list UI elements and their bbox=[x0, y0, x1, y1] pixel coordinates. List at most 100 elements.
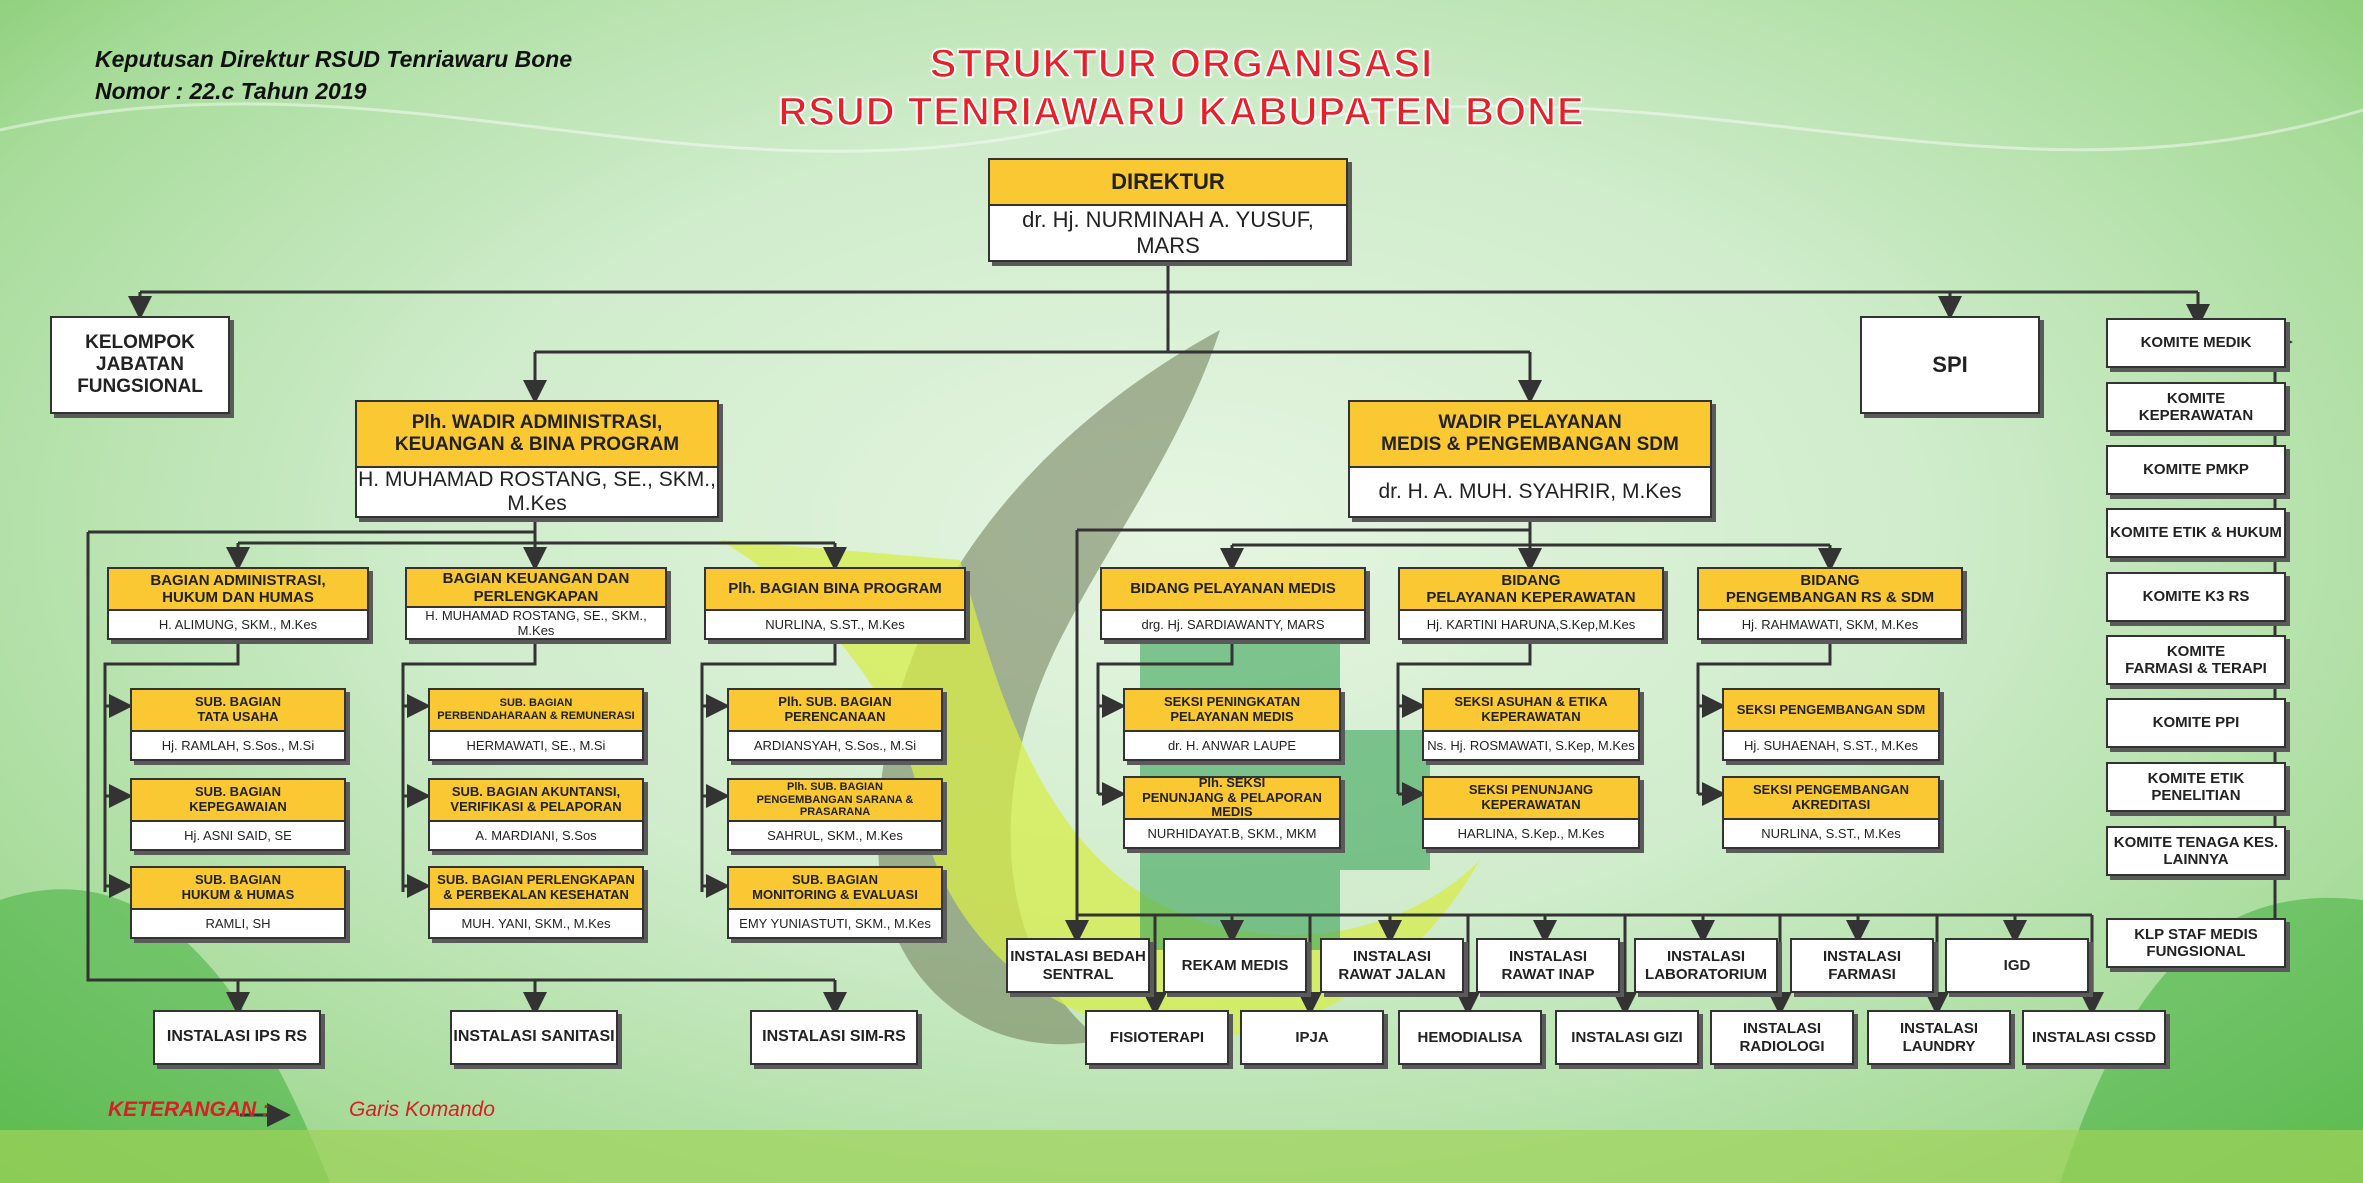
subbagian-box-8-name: SAHRUL, SKM., M.Kes bbox=[767, 828, 903, 843]
seksi-box-5-title: SEKSI PENGEMBANGAN SDM bbox=[1724, 690, 1938, 732]
bagian-box-1-title: BAGIAN ADMINISTRASI, HUKUM DAN HUMAS bbox=[109, 569, 367, 611]
kelompok-jabatan-fungsional-box: KELOMPOK JABATAN FUNGSIONAL bbox=[50, 316, 230, 414]
subbagian-box-1-name: Hj. RAMLAH, S.Sos., M.Si bbox=[161, 738, 315, 753]
komite-box-4: KOMITE ETIK & HUKUM bbox=[2106, 508, 2286, 558]
seksi-box-6-name: NURLINA, S.ST., M.Kes bbox=[1761, 826, 1901, 841]
bagian-box-1-name: H. ALIMUNG, SKM., M.Kes bbox=[158, 617, 318, 632]
seksi-box-4-name: HARLINA, S.Kep., M.Kes bbox=[1457, 826, 1605, 841]
komite-box-1: KOMITE MEDIK bbox=[2106, 318, 2286, 368]
seksi-box-2-title: Plh. SEKSI PENUNJANG & PELAPORAN MEDIS bbox=[1125, 775, 1339, 820]
komite-box-3: KOMITE PMKP bbox=[2106, 445, 2286, 495]
spi-box: SPI bbox=[1860, 316, 2040, 414]
instalasi-row1-box-7: IGD bbox=[1945, 938, 2089, 993]
seksi-box-4: SEKSI PENUNJANG KEPERAWATAN HARLINA, S.Ke… bbox=[1422, 776, 1640, 849]
direktur-box: DIREKTUR dr. Hj. NURMINAH A. YUSUF, MARS bbox=[988, 158, 1348, 262]
subbagian-box-1: SUB. BAGIAN TATA USAHA Hj. RAMLAH, S.Sos.… bbox=[130, 688, 346, 761]
direktur-title: DIREKTUR bbox=[990, 160, 1346, 206]
komite-box-2: KOMITE KEPERAWATAN bbox=[2106, 382, 2286, 432]
subbagian-box-5-title: SUB. BAGIAN AKUNTANSI, VERIFIKASI & PELA… bbox=[430, 780, 642, 822]
subbagian-box-9-title: SUB. BAGIAN MONITORING & EVALUASI bbox=[729, 868, 941, 910]
instalasi-admin-box-3: INSTALASI SIM-RS bbox=[750, 1010, 918, 1065]
wadir-pelayanan-name: dr. H. A. MUH. SYAHRIR, M.Kes bbox=[1378, 480, 1682, 503]
subbagian-box-6: SUB. BAGIAN PERLENGKAPAN & PERBEKALAN KE… bbox=[428, 866, 644, 939]
wadir-pelayanan-box: WADIR PELAYANAN MEDIS & PENGEMBANGAN SDM… bbox=[1348, 400, 1712, 518]
bagian-box-1: BAGIAN ADMINISTRASI, HUKUM DAN HUMAS H. A… bbox=[107, 567, 369, 640]
seksi-box-3: SEKSI ASUHAN & ETIKA KEPERAWATAN Ns. Hj. … bbox=[1422, 688, 1640, 761]
bagian-box-3-name: NURLINA, S.ST., M.Kes bbox=[765, 617, 905, 632]
legend-label: KETERANGAN : bbox=[108, 1098, 269, 1121]
legend: KETERANGAN : Garis Komando bbox=[108, 1098, 495, 1122]
seksi-box-1-name: dr. H. ANWAR LAUPE bbox=[1167, 738, 1297, 753]
komite-box-7: KOMITE PPI bbox=[2106, 698, 2286, 748]
instalasi-row1-box-5: INSTALASI LABORATORIUM bbox=[1634, 938, 1778, 993]
subbagian-box-3-title: SUB. BAGIAN HUKUM & HUMAS bbox=[132, 868, 344, 910]
bagian-box-3: Plh. BAGIAN BINA PROGRAM NURLINA, S.ST., … bbox=[704, 567, 966, 640]
instalasi-row2-box-4: INSTALASI GIZI bbox=[1555, 1010, 1699, 1065]
subbagian-box-4: SUB. BAGIAN PERBENDAHARAAN & REMUNERASI H… bbox=[428, 688, 644, 761]
seksi-box-6-title: SEKSI PENGEMBANGAN AKREDITASI bbox=[1724, 778, 1938, 820]
komite-box-9: KOMITE TENAGA KES. LAINNYA bbox=[2106, 826, 2286, 876]
seksi-box-3-name: Ns. Hj. ROSMAWATI, S.Kep, M.Kes bbox=[1427, 738, 1635, 753]
subbagian-box-7-title: Plh. SUB. BAGIAN PERENCANAAN bbox=[729, 690, 941, 732]
subbagian-box-4-title: SUB. BAGIAN PERBENDAHARAAN & REMUNERASI bbox=[430, 690, 642, 732]
seksi-box-4-title: SEKSI PENUNJANG KEPERAWATAN bbox=[1424, 778, 1638, 820]
seksi-box-5: SEKSI PENGEMBANGAN SDM Hj. SUHAENAH, S.ST… bbox=[1722, 688, 1940, 761]
subbagian-box-9-name: EMY YUNIASTUTI, SKM., M.Kes bbox=[739, 916, 931, 931]
komite-box-5: KOMITE K3 RS bbox=[2106, 572, 2286, 622]
bagian-box-2-title: BAGIAN KEUANGAN DAN PERLENGKAPAN bbox=[407, 569, 665, 608]
subbagian-box-8: Plh. SUB. BAGIAN PENGEMBANGAN SARANA & P… bbox=[727, 778, 943, 851]
direktur-name: dr. Hj. NURMINAH A. YUSUF, MARS bbox=[1022, 207, 1314, 258]
instalasi-row2-box-2: IPJA bbox=[1240, 1010, 1384, 1065]
instalasi-row1-box-6: INSTALASI FARMASI bbox=[1790, 938, 1934, 993]
instalasi-row1-box-2: REKAM MEDIS bbox=[1163, 938, 1307, 993]
chart-title-line-2: RSUD TENRIAWARU KABUPATEN BONE bbox=[778, 89, 1585, 135]
instalasi-row2-box-5: INSTALASI RADIOLOGI bbox=[1710, 1010, 1854, 1065]
bagian-box-2-name: H. MUHAMAD ROSTANG, SE., SKM., M.Kes bbox=[425, 608, 647, 638]
seksi-box-5-name: Hj. SUHAENAH, S.ST., M.Kes bbox=[1743, 738, 1919, 753]
instalasi-admin-box-1: INSTALASI IPS RS bbox=[153, 1010, 321, 1065]
instalasi-row2-box-6: INSTALASI LAUNDRY bbox=[1867, 1010, 2011, 1065]
bagian-box-3-title: Plh. BAGIAN BINA PROGRAM bbox=[706, 569, 964, 611]
instalasi-row2-box-3: HEMODIALISA bbox=[1398, 1010, 1542, 1065]
decree-line-1: Keputusan Direktur RSUD Tenriawaru Bone bbox=[95, 46, 573, 72]
wadir-admin-box: Plh. WADIR ADMINISTRASI, KEUANGAN & BINA… bbox=[355, 400, 719, 518]
seksi-box-1: SEKSI PENINGKATAN PELAYANAN MEDIS dr. H. … bbox=[1123, 688, 1341, 761]
seksi-box-3-title: SEKSI ASUHAN & ETIKA KEPERAWATAN bbox=[1424, 690, 1638, 732]
klp-staf-medis-box: KLP STAF MEDIS FUNGSIONAL bbox=[2106, 918, 2286, 968]
wadir-admin-title: Plh. WADIR ADMINISTRASI, KEUANGAN & BINA… bbox=[357, 402, 717, 468]
instalasi-row1-box-4: INSTALASI RAWAT INAP bbox=[1476, 938, 1620, 993]
bidang-box-3-name: Hj. RAHMAWATI, SKM, M.Kes bbox=[1741, 617, 1919, 632]
subbagian-box-3: SUB. BAGIAN HUKUM & HUMAS RAMLI, SH bbox=[130, 866, 346, 939]
instalasi-row1-box-1: INSTALASI BEDAH SENTRAL bbox=[1006, 938, 1150, 993]
subbagian-box-1-title: SUB. BAGIAN TATA USAHA bbox=[132, 690, 344, 732]
seksi-box-2: Plh. SEKSI PENUNJANG & PELAPORAN MEDIS NU… bbox=[1123, 775, 1341, 849]
subbagian-box-6-title: SUB. BAGIAN PERLENGKAPAN & PERBEKALAN KE… bbox=[430, 868, 642, 910]
chart-title-line-1: STRUKTUR ORGANISASI bbox=[929, 41, 1434, 87]
subbagian-box-6-name: MUH. YANI, SKM., M.Kes bbox=[461, 916, 611, 931]
wadir-pelayanan-title: WADIR PELAYANAN MEDIS & PENGEMBANGAN SDM bbox=[1350, 402, 1710, 468]
subbagian-box-4-name: HERMAWATI, SE., M.Si bbox=[466, 738, 606, 753]
seksi-box-1-title: SEKSI PENINGKATAN PELAYANAN MEDIS bbox=[1125, 690, 1339, 732]
bidang-box-2-title: BIDANG PELAYANAN KEPERAWATAN bbox=[1400, 569, 1662, 611]
seksi-box-2-name: NURHIDAYAT.B, SKM., MKM bbox=[1147, 826, 1317, 841]
wadir-admin-name: H. MUHAMAD ROSTANG, SE., SKM., M.Kes bbox=[358, 468, 716, 515]
subbagian-box-2-name: Hj. ASNI SAID, SE bbox=[184, 828, 292, 843]
subbagian-box-3-name: RAMLI, SH bbox=[205, 916, 271, 931]
subbagian-box-5-name: A. MARDIANI, S.Sos bbox=[475, 828, 597, 843]
instalasi-row1-box-3: INSTALASI RAWAT JALAN bbox=[1320, 938, 1464, 993]
legend-text: Garis Komando bbox=[349, 1098, 495, 1121]
seksi-box-6: SEKSI PENGEMBANGAN AKREDITASI NURLINA, S.… bbox=[1722, 776, 1940, 849]
subbagian-box-8-title: Plh. SUB. BAGIAN PENGEMBANGAN SARANA & P… bbox=[729, 780, 941, 822]
subbagian-box-5: SUB. BAGIAN AKUNTANSI, VERIFIKASI & PELA… bbox=[428, 778, 644, 851]
subbagian-box-9: SUB. BAGIAN MONITORING & EVALUASI EMY YUN… bbox=[727, 866, 943, 939]
komite-box-6: KOMITE FARMASI & TERAPI bbox=[2106, 635, 2286, 685]
instalasi-row2-box-7: INSTALASI CSSD bbox=[2022, 1010, 2166, 1065]
